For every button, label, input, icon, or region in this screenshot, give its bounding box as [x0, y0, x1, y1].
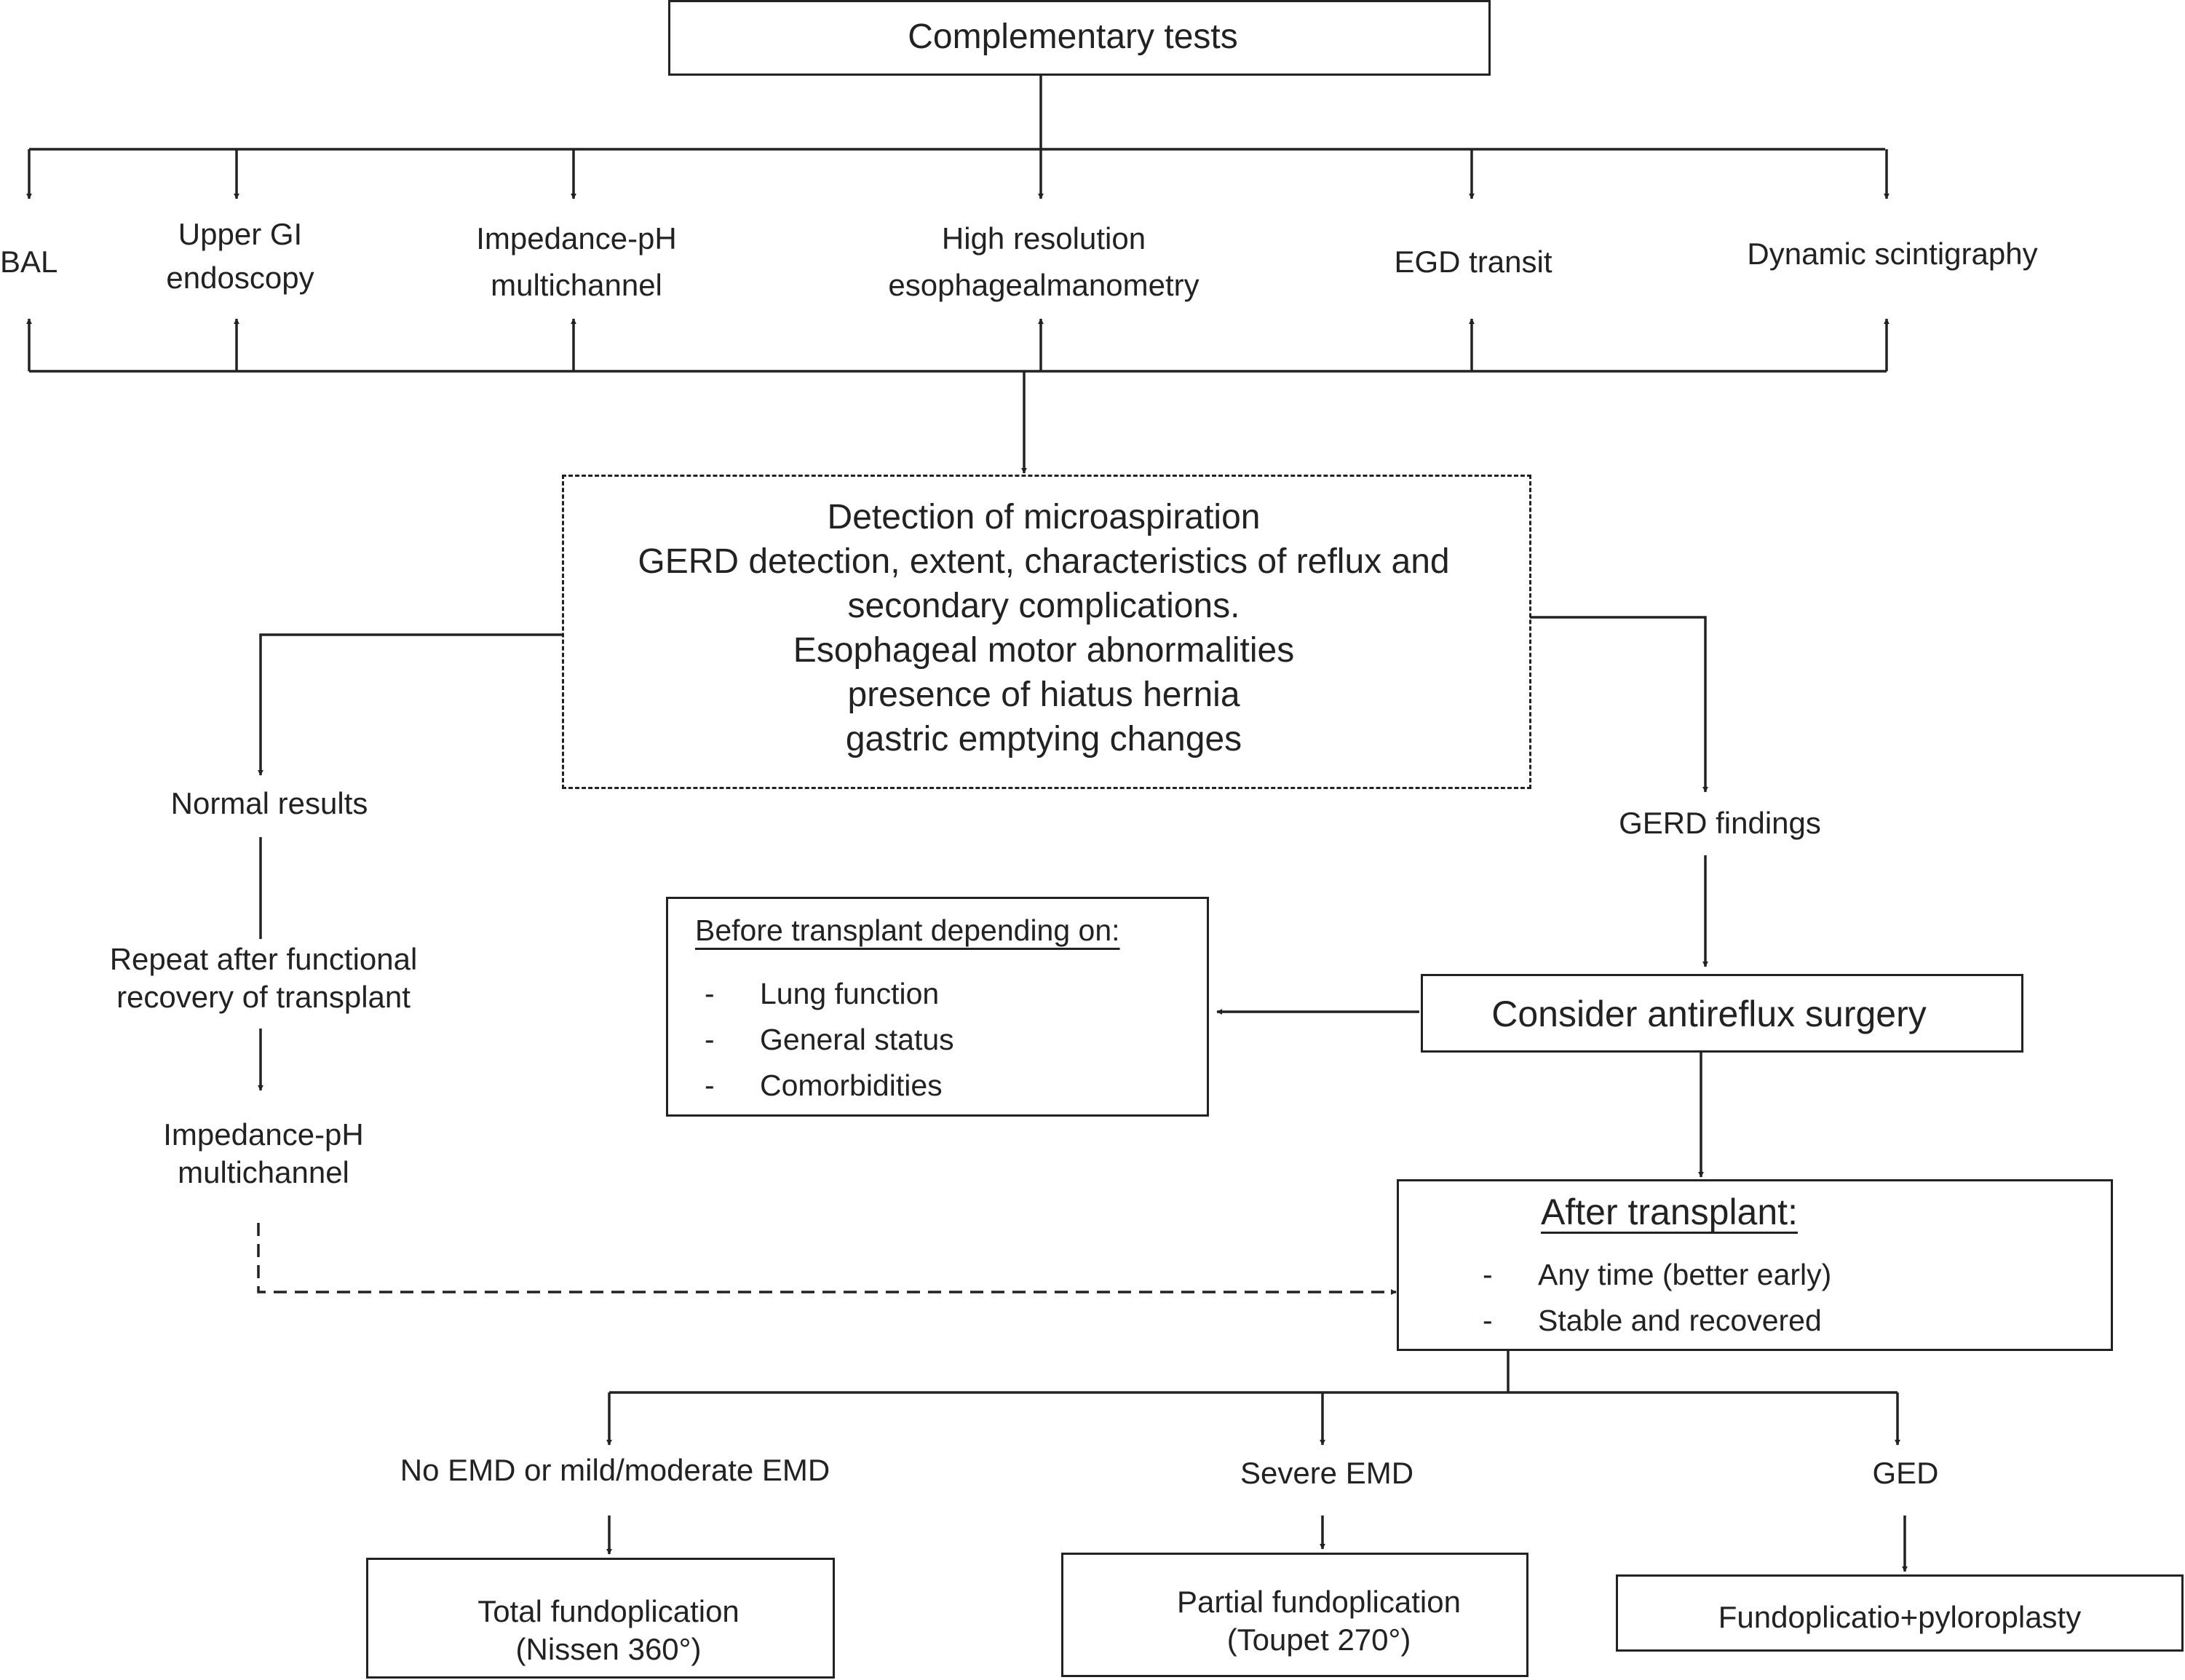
consider-surgery-box — [1421, 974, 2023, 1053]
before-item-label: Lung function — [760, 977, 940, 1010]
pyloroplasty-box — [1616, 1574, 2184, 1652]
after-item-stable: - Stable and recovered — [1483, 1298, 1831, 1344]
test-upper-gi-line1: Upper GI — [178, 217, 303, 251]
test-impedance-line1: Impedance-pH — [476, 221, 677, 255]
pyloroplasty-label: Fundoplicatio+pyloroplasty — [1718, 1600, 2082, 1634]
gerd-findings: GERD findings — [1619, 806, 1821, 840]
detection-line-2: GERD detection, extent, characteristics … — [638, 542, 1450, 581]
test-dynamic-scintigraphy: Dynamic scintigraphy — [1747, 237, 2038, 271]
before-transplant-list: - Lung function - General status - Comorbid… — [705, 971, 954, 1109]
before-transplant-box — [666, 897, 1209, 1117]
before-item-label: General status — [760, 1023, 954, 1056]
impedance-repeat-line-2: multichannel — [178, 1155, 349, 1189]
test-manometry-line2: esophagealmanometry — [888, 268, 1199, 302]
list-dash: - — [705, 1023, 715, 1056]
detection-box — [562, 475, 1531, 789]
detection-line-6: gastric emptying changes — [845, 720, 1242, 758]
after-item-label: Any time (better early) — [1538, 1258, 1832, 1291]
list-dash: - — [705, 977, 715, 1010]
dashed-arrow-to-after-transplant — [257, 1223, 1397, 1295]
list-dash: - — [1483, 1304, 1493, 1337]
partial-fundoplication-line-2: (Toupet 270°) — [1226, 1622, 1411, 1657]
total-fundoplication-line-1: Total fundoplication — [477, 1594, 739, 1628]
branch-no-emd: No EMD or mild/moderate EMD — [400, 1453, 830, 1487]
partial-fundoplication-line-1: Partial fundoplication — [1177, 1585, 1461, 1619]
total-fundoplication-line-2: (Nissen 360°) — [515, 1632, 702, 1666]
before-item-lung-function: - Lung function — [705, 971, 954, 1017]
before-item-label: Comorbidities — [760, 1069, 943, 1102]
impedance-repeat-line-1: Impedance-pH — [163, 1117, 364, 1152]
branch-severe-emd: Severe EMD — [1240, 1456, 1414, 1490]
before-item-general-status: - General status — [705, 1017, 954, 1063]
list-dash: - — [1483, 1258, 1493, 1291]
after-item-label: Stable and recovered — [1538, 1304, 1822, 1337]
test-upper-gi-line2: endoscopy — [166, 261, 314, 295]
branch-ged: GED — [1872, 1456, 1939, 1490]
detection-line-4: Esophageal motor abnormalities — [793, 631, 1295, 670]
arrow-to-normal-results — [258, 633, 562, 776]
partial-fundoplication-box — [1061, 1553, 1528, 1677]
after-transplant-list: - Any time (better early) - Stable and rec… — [1483, 1252, 1831, 1344]
after-transplant-title: After transplant: — [1541, 1192, 1798, 1232]
complementary-tests-label: Complementary tests — [908, 17, 1238, 56]
consider-surgery-label: Consider antireflux surgery — [1491, 994, 1927, 1034]
detection-line-5: presence of hiatus hernia — [847, 675, 1240, 714]
after-item-any-time: - Any time (better early) — [1483, 1252, 1831, 1298]
detection-line-3: secondary complications. — [847, 587, 1240, 625]
arrow-to-gerd-findings — [1530, 616, 1708, 793]
test-egd-transit: EGD transit — [1394, 245, 1552, 279]
test-bal: BAL — [0, 245, 58, 279]
test-impedance-line2: multichannel — [491, 268, 662, 302]
total-fundoplication-box — [366, 1558, 835, 1679]
repeat-line-2: recovery of transplant — [116, 980, 411, 1014]
list-dash: - — [705, 1069, 715, 1102]
before-transplant-title: Before transplant depending on: — [695, 914, 1120, 947]
complementary-tests-box — [668, 0, 1491, 76]
normal-results: Normal results — [170, 786, 368, 820]
detection-line-1: Detection of microaspiration — [827, 498, 1261, 536]
test-manometry-line1: High resolution — [941, 221, 1146, 255]
repeat-line-1: Repeat after functional — [109, 942, 418, 976]
before-item-comorbidities: - Comorbidities — [705, 1063, 954, 1109]
after-transplant-box — [1397, 1179, 2113, 1351]
